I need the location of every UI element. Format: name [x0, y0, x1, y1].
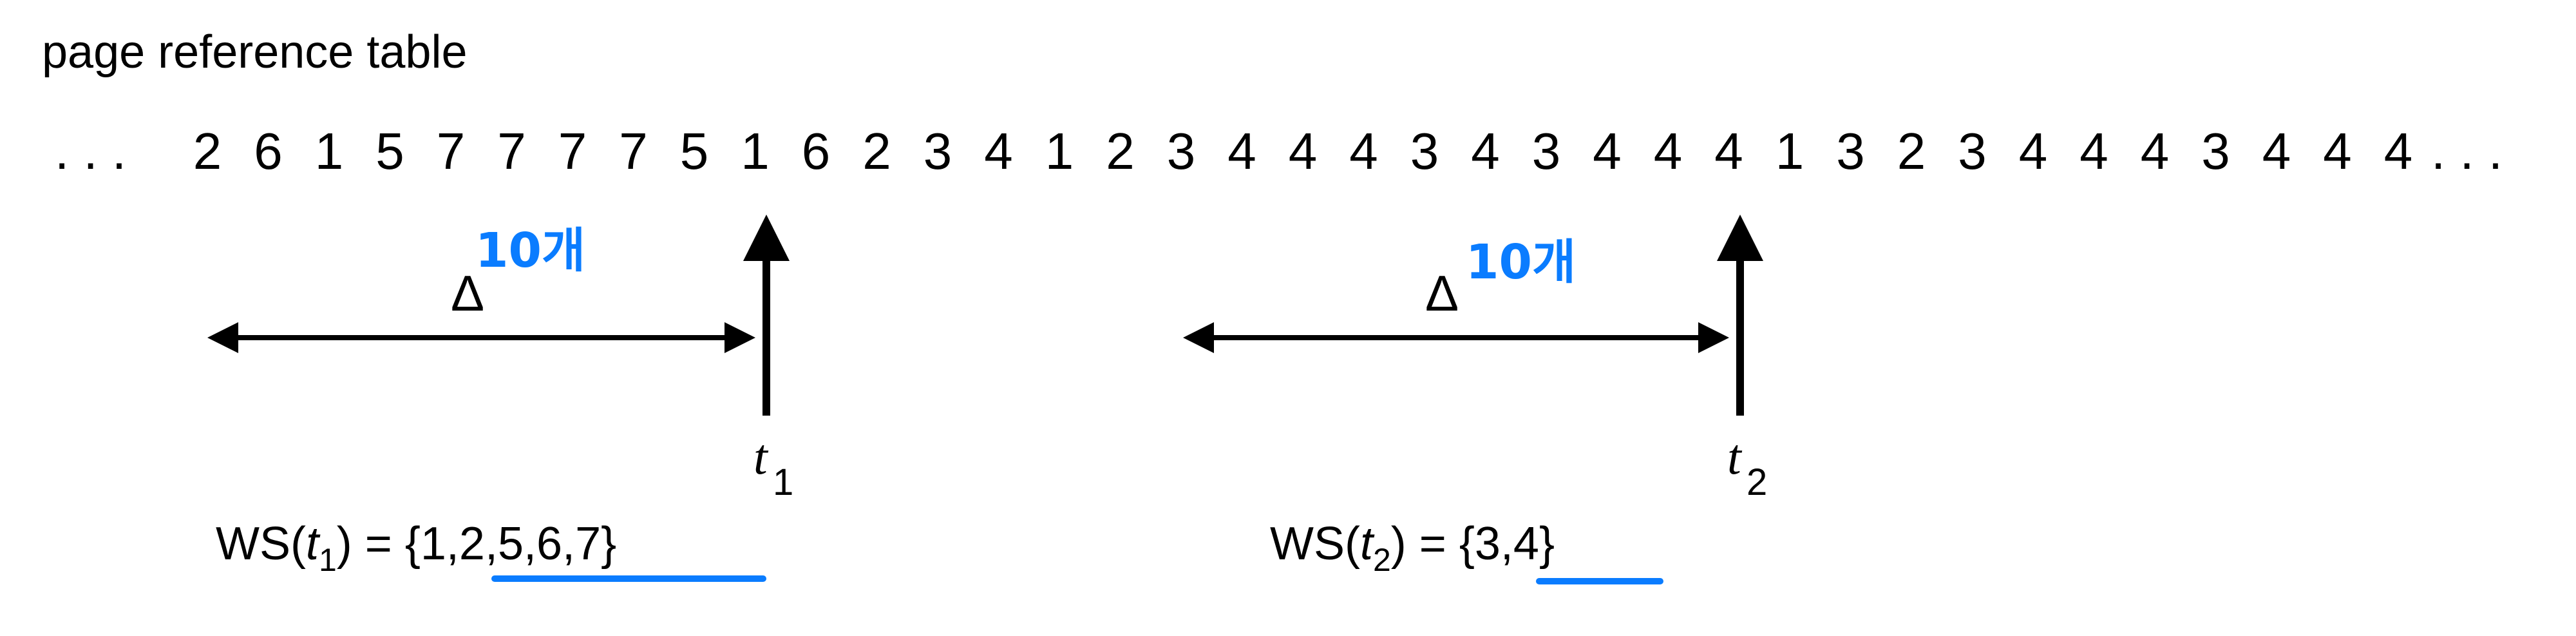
page-reference: 4 [984, 122, 1013, 180]
delta-symbol-1: Δ [451, 265, 484, 322]
page-reference: 3 [1532, 122, 1561, 180]
page-reference: 4 [1654, 122, 1683, 180]
page-reference: 1 [315, 122, 344, 180]
t2-label: t [1727, 429, 1743, 485]
page-reference: 4 [1349, 122, 1378, 180]
page-reference: 4 [2262, 122, 2291, 180]
ws-t2-set: {3,4} [1459, 518, 1555, 570]
page-reference: 3 [2201, 122, 2230, 180]
page-reference: 4 [2141, 122, 2170, 180]
page-reference: 7 [497, 122, 526, 180]
page-reference: 2 [1106, 122, 1135, 180]
page-reference: 3 [1958, 122, 1987, 180]
handwritten-annotation-2: 10개 [1466, 235, 1576, 290]
page-reference: 2 [862, 122, 891, 180]
delta-symbol-2: Δ [1425, 265, 1459, 322]
page-reference: 4 [1471, 122, 1500, 180]
page-reference: 3 [1167, 122, 1196, 180]
page-reference: 1 [741, 122, 770, 180]
window-t2: Δ 10개 t 2 WS(t2) = {3,4} [1183, 215, 1767, 584]
ellipsis-left: . . . [55, 122, 126, 180]
page-reference: 5 [375, 122, 404, 180]
page-reference: 4 [2079, 122, 2108, 180]
diagram-title: page reference table [42, 26, 467, 78]
window-t1: Δ 10개 t 1 WS(t1) = {1,2,5,6,7} [207, 215, 793, 582]
page-reference: 4 [1714, 122, 1743, 180]
page-reference: 2 [193, 122, 222, 180]
page-reference: 4 [1593, 122, 1622, 180]
page-reference: 2 [1897, 122, 1926, 180]
handwritten-annotation-1: 10개 [475, 223, 585, 278]
page-reference: 3 [1410, 122, 1439, 180]
ws-t2-expression: WS(t2) = {3,4} [1270, 518, 1555, 578]
t1-label: t [753, 429, 769, 485]
page-reference: 4 [2019, 122, 2048, 180]
page-reference: 4 [2384, 122, 2413, 180]
page-reference: 6 [254, 122, 283, 180]
ws-t1-set: {1,2,5,6,7} [405, 518, 616, 570]
page-reference: 1 [1776, 122, 1804, 180]
page-reference: 7 [558, 122, 587, 180]
t2-subscript: 2 [1747, 461, 1767, 503]
page-reference: 4 [1289, 122, 1318, 180]
ellipsis-right: . . . [2431, 122, 2503, 180]
page-reference: 4 [2323, 122, 2352, 180]
page-reference: 6 [802, 122, 831, 180]
t1-subscript: 1 [773, 461, 793, 503]
page-reference: 7 [619, 122, 648, 180]
page-reference: 1 [1045, 122, 1074, 180]
page-reference: 7 [437, 122, 466, 180]
page-reference: 5 [680, 122, 709, 180]
page-reference: 4 [1227, 122, 1256, 180]
page-reference: 3 [1836, 122, 1865, 180]
page-reference: 3 [923, 122, 952, 180]
ws-t1-expression: WS(t1) = {1,2,5,6,7} [216, 518, 616, 578]
